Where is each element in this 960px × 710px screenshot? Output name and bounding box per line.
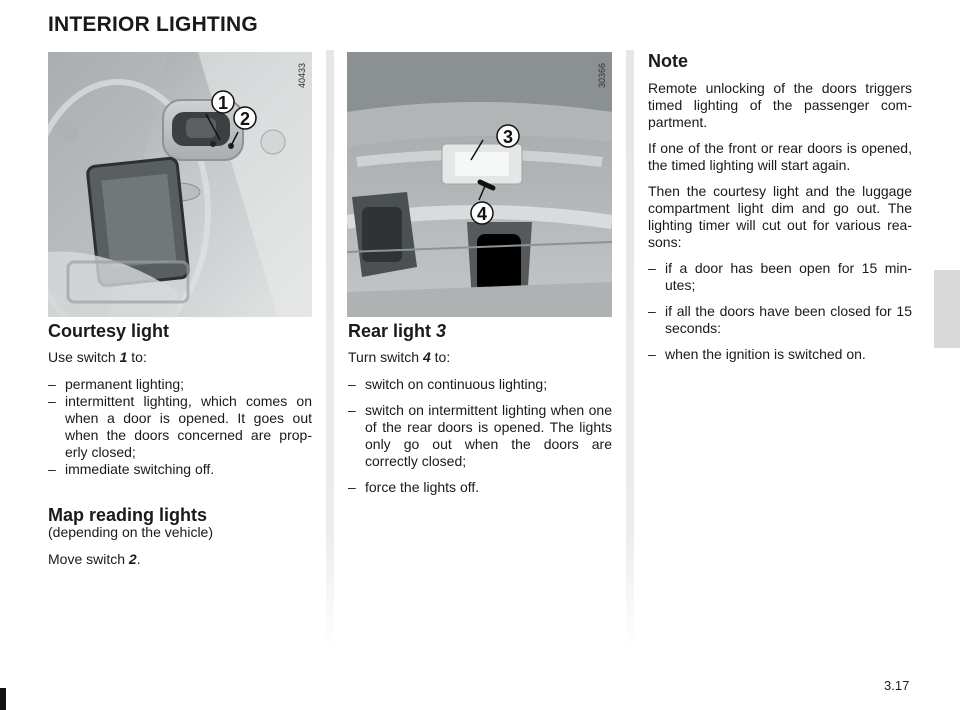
section-thumb-tab [934, 270, 960, 348]
note-section: Note Remote unlocking of the doors trigg… [648, 50, 912, 363]
corner-marker [0, 688, 6, 710]
list-item: –permanent lighting; [48, 376, 185, 392]
callout-1: 1 [218, 93, 228, 113]
rear-light-list: –switch on continuous lighting; –switch … [348, 376, 612, 496]
list-item: –force the lights off. [348, 479, 480, 495]
map-reading-text: Move switch 2. [48, 551, 141, 567]
overhead-console-photo: 1 2 [48, 52, 312, 317]
list-item: –switch on intermittent lighting when on… [348, 402, 612, 469]
list-item: –if all the doors have been closed for 1… [648, 303, 912, 336]
column-divider-left [326, 50, 334, 650]
note-paragraph: If one of the front or rear doors is ope… [648, 140, 912, 173]
photo-ref-left: 40433 [297, 62, 307, 88]
rear-light-heading: Rear light 3 [348, 321, 447, 341]
list-item: –if a door has been open for 15 min-utes… [648, 260, 912, 293]
page-title: INTERIOR LIGHTING [48, 13, 258, 36]
list-item: –immediate switching off. [48, 461, 215, 477]
list-item: –intermittent lighting, which comes on w… [48, 393, 312, 460]
note-list: –if a door has been open for 15 min-utes… [648, 260, 912, 363]
rear-light-section: Rear light 3 Turn switch 4 to: –switch o… [348, 320, 612, 496]
callout-3: 3 [503, 127, 513, 147]
photo-ref-right: 30366 [597, 62, 607, 88]
rear-light-intro: Turn switch 4 to: [348, 349, 451, 365]
map-reading-heading: Map reading lights [48, 505, 208, 525]
switch-number: 4 [422, 349, 431, 365]
callout-4: 4 [477, 204, 487, 224]
note-paragraph: Then the courtesy light and the luggage … [648, 183, 912, 250]
callout-2: 2 [240, 109, 250, 129]
note-paragraph: Remote unlocking of the doors triggers t… [648, 80, 912, 130]
map-reading-subtitle: (depending on the vehicle) [48, 524, 214, 540]
courtesy-light-intro: Use switch 1 to: [48, 349, 147, 365]
note-heading: Note [648, 51, 688, 71]
courtesy-light-heading: Courtesy light [48, 321, 170, 341]
rear-light-photo: 3 4 [347, 52, 612, 317]
switch-number: 2 [128, 551, 137, 567]
list-item: –switch on continuous lighting; [348, 376, 548, 392]
rear-light-number: 3 [436, 321, 447, 341]
courtesy-light-list: –permanent lighting; –intermittent light… [48, 376, 312, 478]
switch-number: 1 [119, 349, 128, 365]
page-number: 3.17 [884, 678, 910, 693]
list-item: –when the ignition is switched on. [648, 346, 866, 362]
courtesy-light-section: Courtesy light Use switch 1 to: –permane… [48, 320, 312, 568]
column-divider-right [626, 50, 634, 650]
